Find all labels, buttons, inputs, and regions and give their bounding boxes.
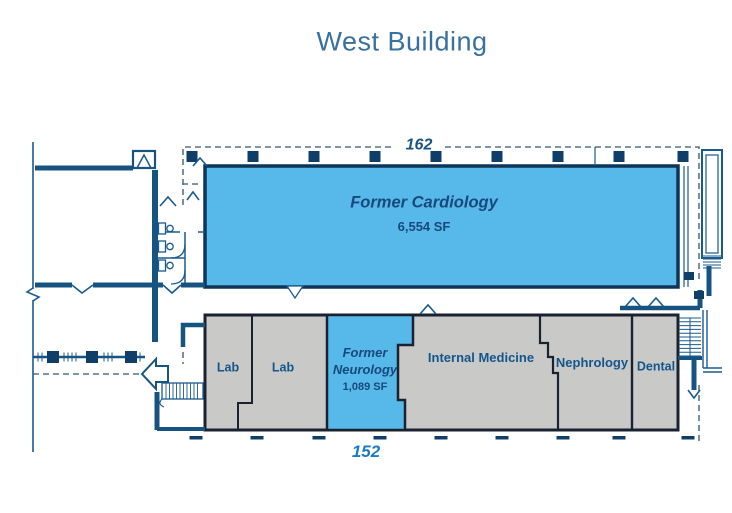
right-end-thick-walls	[620, 266, 712, 390]
column-row-top	[186, 151, 689, 162]
window-wall-ticks	[37, 352, 141, 362]
right-double-wall	[683, 166, 722, 373]
label-internal-medicine: Internal Medicine	[427, 350, 535, 366]
label-nephrology: Nephrology	[555, 355, 629, 371]
label-lab-2: Lab	[271, 360, 295, 375]
door-notch-right	[687, 389, 701, 400]
label-lab-1: Lab	[216, 360, 240, 375]
room-former-cardiology	[203, 164, 680, 289]
lower-suite-block	[203, 313, 680, 432]
exterior-ramp	[701, 149, 723, 269]
label-dental: Dental	[636, 359, 676, 374]
label-former-neurology-line1: Former	[342, 345, 388, 361]
door-swings-corridor	[419, 296, 665, 315]
door-notches-left	[71, 284, 182, 295]
room-former-neurology	[325, 313, 415, 432]
suite-partitions	[237, 315, 634, 430]
dimension-top: 162	[405, 136, 433, 154]
restroom-fixtures	[157, 222, 174, 272]
entry-arrow	[140, 356, 169, 392]
line-break-symbol	[25, 287, 41, 302]
door-swing-mark	[136, 153, 152, 169]
stair-right	[679, 317, 701, 357]
label-former-cardiology-area: 6,554 SF	[397, 219, 451, 235]
column-row-bottom	[189, 436, 695, 440]
page-title: West Building	[316, 26, 488, 57]
stair-lower-left	[159, 382, 204, 408]
dimension-bottom: 152	[351, 442, 381, 462]
label-former-neurology-area: 1,089 SF	[342, 381, 388, 394]
window-wall-columns	[47, 351, 137, 363]
left-wing-thick-walls	[35, 165, 205, 431]
door-notch-cardiology	[285, 285, 305, 300]
label-former-cardiology: Former Cardiology	[350, 193, 498, 212]
label-former-neurology-line2: Neurology	[332, 362, 398, 378]
dimension-label-backing	[394, 135, 444, 156]
structural-bolts-right	[684, 272, 704, 299]
